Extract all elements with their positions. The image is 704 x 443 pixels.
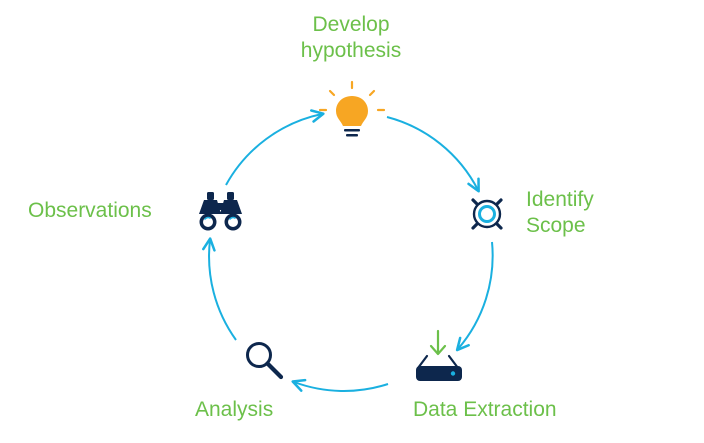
- label-line: Observations: [28, 199, 152, 222]
- arrow-data-to-analysis: [291, 378, 389, 392]
- binoculars-icon: [199, 192, 242, 231]
- lightbulb-icon: [318, 80, 386, 137]
- arrow-develop-to-scope: [386, 116, 480, 193]
- stage-label-develop-hypothesis: Develop hypothesis: [251, 12, 451, 64]
- target-scope-icon: [471, 198, 503, 230]
- stage-label-analysis: Analysis: [195, 397, 273, 423]
- label-line: Analysis: [195, 398, 274, 421]
- label-line: hypothesis: [300, 39, 402, 62]
- arrow-analysis-to-observations: [202, 237, 237, 341]
- label-line: Scope: [526, 214, 586, 237]
- stage-label-observations: Observations: [28, 198, 152, 224]
- label-line: Develop: [312, 13, 390, 36]
- arrow-scope-to-data: [455, 241, 494, 352]
- storage-download-icon: [416, 329, 462, 381]
- label-line: Data Extraction: [413, 398, 557, 421]
- magnifier-icon: [246, 342, 284, 380]
- label-line: Identify: [526, 188, 594, 211]
- stage-label-identify-scope: Identify Scope: [526, 187, 594, 239]
- arrow-observations-to-develop: [225, 109, 325, 186]
- stage-label-data-extraction: Data Extraction: [413, 397, 557, 423]
